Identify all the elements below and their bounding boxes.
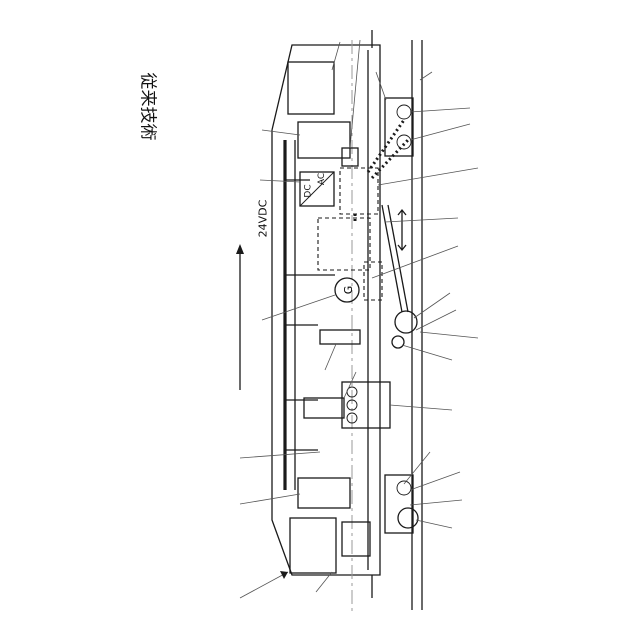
leader-2	[420, 332, 478, 338]
figure-caption: 従来技術	[138, 73, 163, 141]
bogie-top-wheel-b	[397, 135, 411, 149]
leader-9	[378, 168, 478, 185]
leader-8	[410, 500, 462, 505]
box-5	[320, 330, 360, 344]
converter-dc-text: DC	[304, 184, 314, 197]
control-box-11	[364, 262, 382, 300]
bogie-bottom-wheel-a	[397, 481, 411, 495]
cab-window-top	[288, 62, 334, 114]
leader-21	[240, 452, 320, 458]
wheel-25	[398, 508, 418, 528]
motor-18	[304, 398, 344, 418]
cab-window-bottom	[290, 518, 336, 573]
leader-26	[410, 124, 470, 140]
leader-4	[390, 405, 452, 410]
motor-4	[342, 382, 390, 428]
pointer-arrowhead-1	[280, 571, 288, 579]
generator-letter: G	[342, 286, 355, 295]
leader-5	[325, 344, 336, 370]
box-46	[342, 522, 370, 556]
voltage-label: 24VDC	[256, 200, 269, 238]
leader-22-top	[262, 130, 300, 135]
direction-arrowhead	[236, 244, 244, 254]
leader-22-bottom	[240, 494, 300, 504]
leader-23	[376, 72, 386, 100]
leader-16	[404, 452, 430, 484]
leader-14	[414, 293, 450, 318]
leader-11	[372, 246, 458, 278]
car-body-outline	[272, 45, 380, 575]
leader-51-top	[332, 42, 340, 70]
leader-18	[344, 372, 356, 398]
leader-6	[402, 345, 452, 360]
leader-13	[410, 108, 470, 112]
wheel-14	[395, 311, 417, 333]
leader-15	[410, 472, 460, 490]
wheel-6	[392, 336, 404, 348]
cabinet-bottom	[298, 478, 350, 508]
bogie-top-wheel-a	[397, 105, 411, 119]
leader-12	[262, 295, 335, 320]
control-box-10	[318, 218, 370, 270]
control-box-9	[340, 168, 378, 214]
converter-ac-text: AC	[317, 173, 327, 185]
pointer-arrow-1	[240, 572, 288, 598]
